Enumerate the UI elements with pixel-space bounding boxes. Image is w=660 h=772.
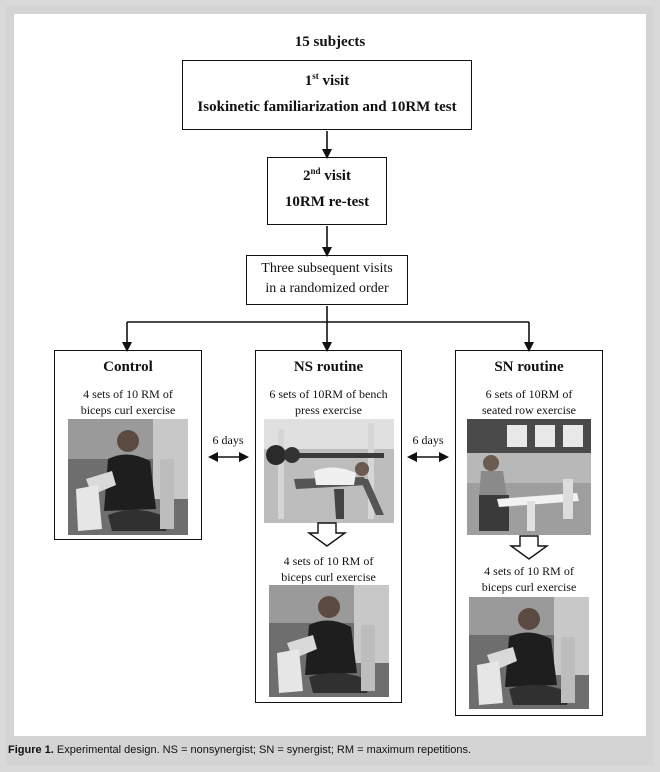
hollow-arrow-sn	[508, 535, 550, 560]
ns-desc2: press exercise	[295, 403, 362, 417]
sn-after2: biceps curl exercise	[481, 580, 577, 594]
sn-after1: 4 sets of 10 RM of	[484, 564, 574, 578]
visit2-title: 2nd visit	[303, 166, 351, 184]
bench-press-photo-icon	[264, 419, 394, 523]
randomized-box: Three subsequent visits in a randomized …	[246, 255, 408, 305]
control-box: Control 4 sets of 10 RM of biceps curl e…	[54, 350, 202, 540]
control-desc2: biceps curl exercise	[80, 403, 176, 417]
visit2-box: 2nd visit 10RM re-test	[267, 157, 387, 225]
randomized-line1: Three subsequent visits	[261, 261, 393, 276]
ns-routine-box: NS routine 6 sets of 10RM of bench press…	[255, 350, 402, 703]
sn-routine-box: SN routine 6 sets of 10RM of seated row …	[455, 350, 603, 716]
visit2-subtitle: 10RM re-test	[284, 194, 370, 210]
ns-after1: 4 sets of 10 RM of	[283, 554, 374, 568]
ns-desc1: 6 sets of 10RM of bench	[269, 387, 388, 401]
visit1-box: 1st visit Isokinetic familiarization and…	[182, 60, 472, 130]
gap-label-left: 6 days	[212, 433, 244, 447]
visit1-title: 1st visit	[304, 71, 350, 89]
caption-label: Figure 1.	[8, 744, 54, 756]
seated-row-photo-icon	[467, 419, 591, 535]
biceps-curl-photo-icon	[68, 419, 188, 535]
biceps-curl-photo-icon	[269, 585, 389, 697]
sn-desc2: seated row exercise	[482, 403, 576, 417]
biceps-curl-photo-icon	[469, 597, 589, 709]
sn-desc1: 6 sets of 10RM of	[485, 387, 573, 401]
gap-label-right: 6 days	[412, 433, 444, 447]
randomized-line2: in a randomized order	[265, 281, 389, 296]
caption-text: Experimental design. NS = nonsynergist; …	[56, 744, 472, 756]
control-desc1: 4 sets of 10 RM of	[83, 387, 173, 401]
subjects-label: 15 subjects	[294, 34, 366, 50]
hollow-arrow-ns	[306, 522, 348, 547]
ns-title: NS routine	[293, 359, 364, 375]
sn-title: SN routine	[494, 359, 564, 375]
figure-caption: Figure 1. Experimental design. NS = nons…	[8, 744, 648, 756]
visit1-subtitle: Isokinetic familiarization and 10RM test	[197, 99, 457, 115]
ns-after2: biceps curl exercise	[281, 570, 376, 584]
control-title: Control	[103, 359, 153, 375]
